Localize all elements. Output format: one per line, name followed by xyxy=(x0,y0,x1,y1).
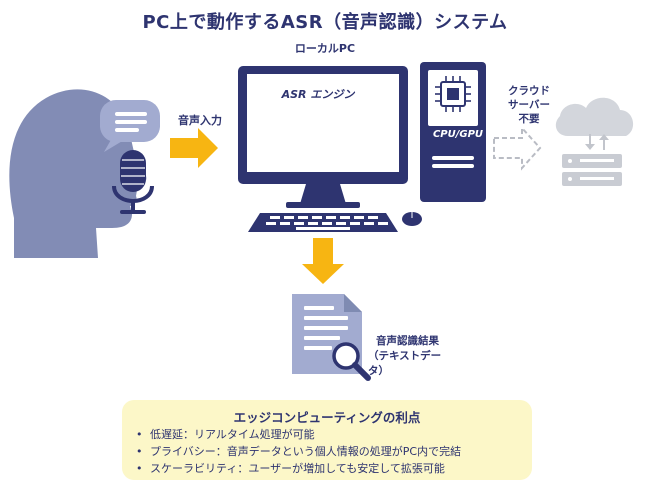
benefit-text: スケーラビリティ：ユーザーが増加しても安定して拡張可能 xyxy=(150,462,445,475)
bullet-icon: • xyxy=(136,428,143,441)
local-pc-label: ローカルPC xyxy=(294,42,356,55)
cloud-dashed-arrow xyxy=(493,125,542,171)
microphone-icon xyxy=(112,150,154,214)
keyboard-icon xyxy=(248,213,398,232)
audio-waveform xyxy=(262,99,384,157)
cpu-chip-icon xyxy=(435,76,471,112)
cloud-server-icon xyxy=(555,97,634,186)
magnifier-icon xyxy=(332,342,371,381)
speech-bubble-icon xyxy=(100,100,160,152)
cloud-label-line: サーバー xyxy=(508,99,550,111)
result-label-line: 音声認識結果 xyxy=(376,335,439,347)
benefit-item: • プライバシー：音声データという個人情報の処理がPC内で完結 xyxy=(136,443,461,459)
benefit-item: • スケーラビリティ：ユーザーが増加しても安定して拡張可能 xyxy=(136,460,445,476)
local-pc-monitor xyxy=(238,66,408,208)
benefit-item: • 低遅延：リアルタイム処理が可能 xyxy=(136,426,315,442)
result-label-line: （テキストデータ） xyxy=(368,350,442,377)
diagram-title: PC上で動作するASR（音声認識）システム xyxy=(142,12,508,33)
cloud-server-label: クラウド サーバー 不要 xyxy=(498,84,560,126)
cloud-label-line: クラウド xyxy=(508,85,550,97)
bullet-icon: • xyxy=(136,462,143,475)
voice-input-label: 音声入力 xyxy=(178,114,222,127)
voice-input-arrow xyxy=(170,128,218,168)
cpu-gpu-label: CPU/GPU xyxy=(432,129,484,140)
cloud-label-line: 不要 xyxy=(518,113,540,125)
benefits-box: エッジコンピューティングの利点 • 低遅延：リアルタイム処理が可能 • プライバシー… xyxy=(122,400,532,480)
benefit-text: プライバシー：音声データという個人情報の処理がPC内で完結 xyxy=(150,445,462,458)
bullet-icon: • xyxy=(136,445,143,458)
result-label: 音声認識結果 （テキストデータ） xyxy=(368,334,454,379)
benefits-title: エッジコンピューティングの利点 xyxy=(233,410,421,425)
benefit-text: 低遅延：リアルタイム処理が可能 xyxy=(150,428,315,441)
output-down-arrow xyxy=(302,238,344,284)
mouse-icon xyxy=(402,212,422,226)
asr-engine-label: ASR エンジン xyxy=(281,88,355,101)
